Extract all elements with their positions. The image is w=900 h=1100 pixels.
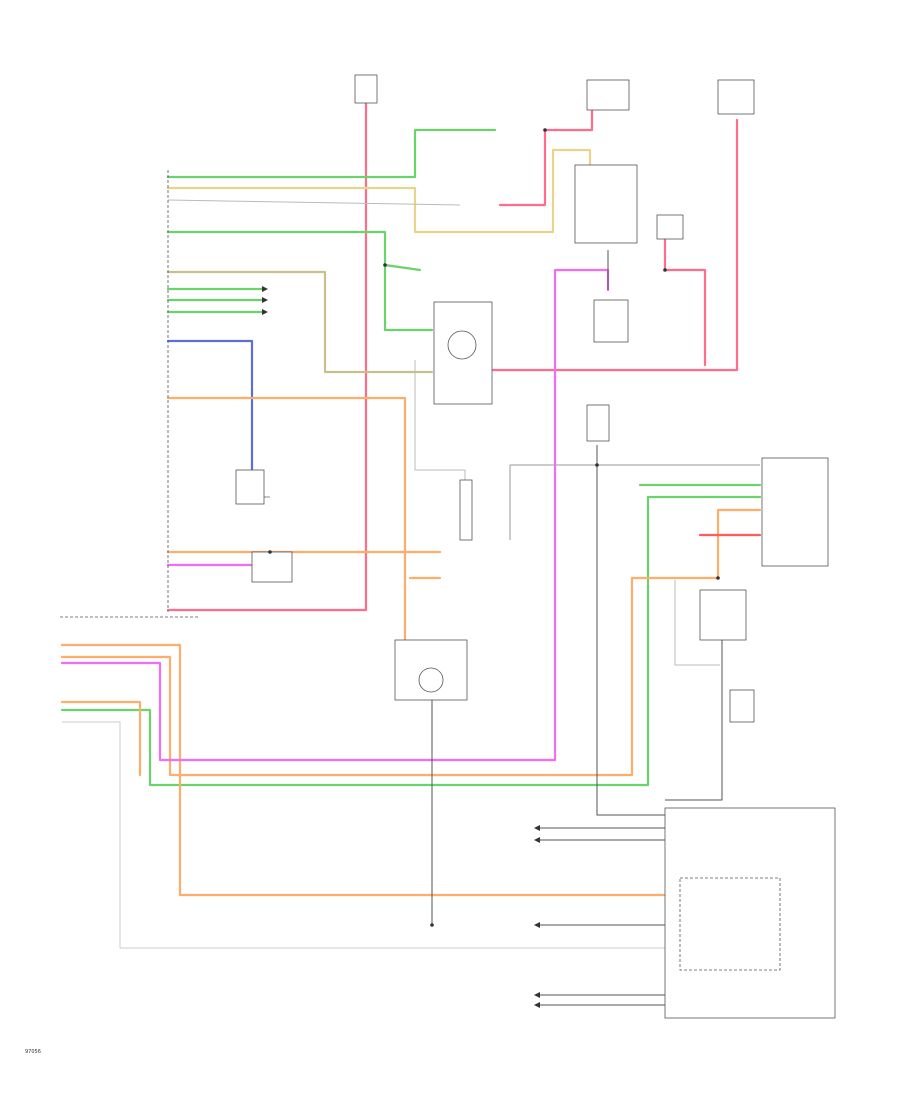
fuse-box-lower <box>586 404 610 442</box>
wire-yellow-1 <box>166 148 592 234</box>
wire-black-3 <box>665 640 723 801</box>
wire-pink-switch <box>663 268 707 367</box>
fuse-box-middle <box>586 79 630 111</box>
connector-arrow <box>534 837 540 843</box>
corner-code: 97056 <box>25 1049 41 1055</box>
fuse-box-left <box>354 74 378 104</box>
climate-control-unit <box>664 807 836 1019</box>
connector-arrow <box>262 297 268 303</box>
connector-arrow <box>534 922 540 928</box>
wire-grey-5 <box>62 721 665 949</box>
connector-arrow <box>262 309 268 315</box>
connector-arrow <box>534 1002 540 1008</box>
wire-green-long <box>60 495 762 787</box>
junction <box>268 550 272 554</box>
wire-green-spur <box>383 263 422 272</box>
wire-blue-1 <box>166 339 254 477</box>
climate-control-inner <box>679 877 781 971</box>
junction <box>595 463 599 467</box>
diode-module <box>235 469 265 505</box>
connector-arrow <box>534 825 540 831</box>
connector-arrow <box>534 992 540 998</box>
pressure-switch <box>593 299 629 343</box>
panel-right <box>761 457 829 567</box>
wire-orange-3 <box>60 643 667 897</box>
control-module-dial <box>447 330 477 360</box>
wire-magenta-2 <box>60 268 610 762</box>
wire-pink-relay <box>498 128 547 207</box>
wire-pink-fuse-left <box>166 98 368 612</box>
wire-green-1 <box>166 128 497 179</box>
wire-orange-5 <box>60 700 142 777</box>
junction <box>543 128 547 132</box>
blower-motor-rotor <box>418 667 444 693</box>
wire-black-2 <box>596 445 665 816</box>
wire-green-2 <box>166 230 434 332</box>
connector-right <box>729 689 755 723</box>
resistor-pack <box>459 479 473 541</box>
relay-right <box>699 589 747 641</box>
relay-small <box>656 214 684 240</box>
relay-upper <box>574 164 638 244</box>
relay-lower-left <box>251 551 293 583</box>
wire-orange-1 <box>166 396 407 642</box>
junction <box>716 576 720 580</box>
junction <box>430 923 434 927</box>
wire-pink-fuse-right <box>478 118 739 372</box>
wire-pink-top <box>543 108 594 132</box>
connector-arrow <box>262 286 268 292</box>
junction <box>663 268 667 272</box>
wire-grey-1 <box>167 199 461 206</box>
wire-grey-6 <box>674 580 720 666</box>
fuse-box-right <box>717 79 755 115</box>
junction <box>383 263 387 267</box>
wire-olive-1 <box>166 270 434 374</box>
wire-orange-4 <box>60 508 762 777</box>
